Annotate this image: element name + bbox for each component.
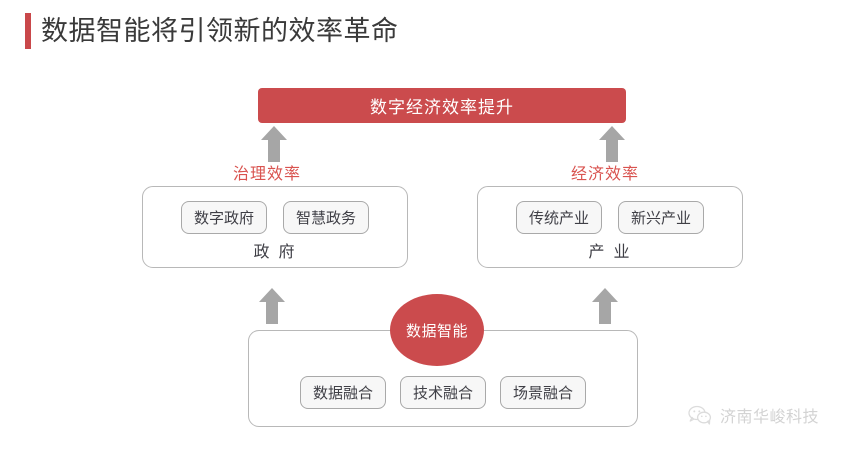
chip-digital-government[interactable]: 数字政府: [180, 201, 267, 234]
watermark: 济南华峻科技: [688, 403, 819, 427]
page-title-text: 数据智能将引领新的效率革命: [41, 15, 399, 47]
data-intelligence-circle: 数据智能: [390, 294, 484, 366]
panel-foundation-chips: 数据融合 技术融合 场景融合: [249, 376, 637, 409]
data-intelligence-label: 数据智能: [405, 321, 468, 340]
watermark-text: 济南华峻科技: [720, 407, 820, 426]
chip-traditional-industry[interactable]: 传统产业: [515, 201, 602, 234]
wechat-icon: [688, 405, 712, 425]
arrow-to-government: [259, 288, 285, 324]
arrow-to-banner-right: [599, 126, 625, 162]
branch-label-economy: 经济效率: [571, 164, 640, 183]
arrow-to-industry: [592, 288, 618, 324]
panel-industry: 传统产业 新兴产业 产 业: [477, 186, 743, 268]
chip-scenario-fusion[interactable]: 场景融合: [500, 376, 587, 409]
panel-government: 数字政府 智慧政务 政 府: [142, 186, 408, 268]
panel-industry-caption: 产 业: [588, 242, 632, 261]
page-title: 数据智能将引领新的效率革命: [25, 11, 399, 51]
chip-technology-fusion[interactable]: 技术融合: [399, 376, 486, 409]
chip-emerging-industry[interactable]: 新兴产业: [618, 201, 705, 234]
panel-government-chips: 数字政府 智慧政务: [143, 201, 407, 234]
chip-smart-affairs[interactable]: 智慧政务: [283, 201, 370, 234]
title-accent-bar: [25, 13, 31, 49]
chip-data-fusion[interactable]: 数据融合: [299, 376, 386, 409]
panel-government-caption: 政 府: [253, 242, 297, 261]
arrow-to-banner-left: [261, 126, 287, 162]
outcome-banner: 数字经济效率提升: [258, 88, 626, 123]
panel-industry-chips: 传统产业 新兴产业: [478, 201, 742, 234]
outcome-banner-label: 数字经济效率提升: [370, 98, 514, 118]
branch-label-governance: 治理效率: [233, 164, 302, 183]
